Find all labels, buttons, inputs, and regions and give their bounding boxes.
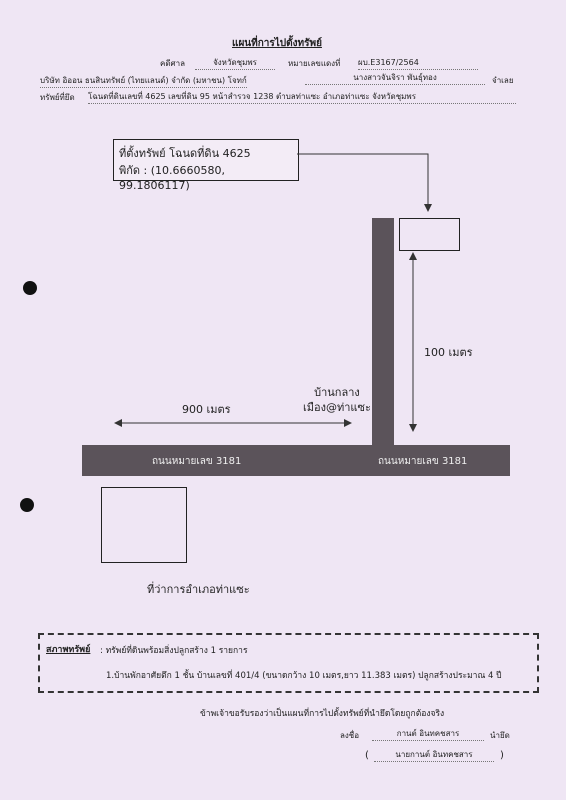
punch-hole-top	[23, 281, 37, 295]
coordinates: พิกัด : (10.6660580, 99.1806117)	[119, 164, 226, 192]
distance-horizontal: 900 เมตร	[182, 403, 231, 416]
road-label-right: ถนนหมายเลข 3181	[378, 456, 468, 467]
location-title: ที่ตั้งทรัพย์ โฉนดที่ดิน 4625	[119, 147, 251, 160]
property-condition-box: สภาพทรัพย์ : ทรัพย์ที่ดินพร้อมสิ่งปลูกสร…	[38, 633, 539, 693]
distance-vertical: 100 เมตร	[424, 346, 473, 359]
property-label: ทรัพย์ที่ยึด	[40, 93, 75, 102]
punch-hole-bottom	[20, 498, 34, 512]
condition-label: สภาพทรัพย์	[46, 645, 91, 655]
location-callout: ที่ตั้งทรัพย์ โฉนดที่ดิน 4625 พิกัด : (1…	[113, 139, 299, 192]
condition-summary: : ทรัพย์ที่ดินพร้อมสิ่งปลูกสร้าง 1 รายกา…	[100, 646, 248, 656]
role-label: นำยึด	[490, 731, 510, 740]
printed-name-open-paren: (	[365, 750, 369, 761]
signature: กานต์ อินทคชสาร	[372, 727, 484, 741]
landmark-village: บ้านกลาง เมือง@ท่าแซะ	[303, 386, 371, 414]
page-title: แผนที่การไปตั้งทรัพย์	[232, 38, 322, 49]
plaintiff: บริษัท อิออน ธนสินทรัพย์ (ไทยแลนด์) จำกั…	[40, 74, 247, 88]
case-label: หมายเลขแดงที่	[288, 59, 341, 68]
certification-statement: ข้าพเจ้าขอรับรองว่าเป็นแผนที่การไปตั้งทร…	[200, 709, 445, 719]
sign-label: ลงชื่อ	[340, 731, 360, 740]
defendant-suffix: จำเลย	[492, 76, 514, 85]
case-number: ผบ.E3167/2564	[358, 56, 478, 70]
property-plot	[399, 218, 460, 251]
side-road	[372, 218, 394, 445]
district-office-plot	[101, 487, 187, 563]
district-office-label: ที่ว่าการอำเภอท่าแซะ	[147, 583, 250, 596]
main-road: ถนนหมายเลข 3181 ถนนหมายเลข 3181	[82, 445, 510, 476]
court-label: คดีศาล	[160, 59, 186, 68]
defendant: นางสาวจันจิรา พันธุ์ทอง	[305, 71, 485, 85]
printed-name: นายกานต์ อินทคชสาร	[374, 748, 494, 762]
court-name: จังหวัดชุมพร	[195, 56, 275, 70]
printed-name-close-paren: )	[500, 750, 504, 761]
property-description: โฉนดที่ดินเลขที่ 4625 เลขที่ดิน 95 หน้าส…	[88, 90, 516, 104]
road-label-left: ถนนหมายเลข 3181	[152, 456, 242, 467]
condition-item: 1.บ้านพักอาศัยตึก 1 ชั้น บ้านเลขที่ 401/…	[106, 671, 502, 681]
